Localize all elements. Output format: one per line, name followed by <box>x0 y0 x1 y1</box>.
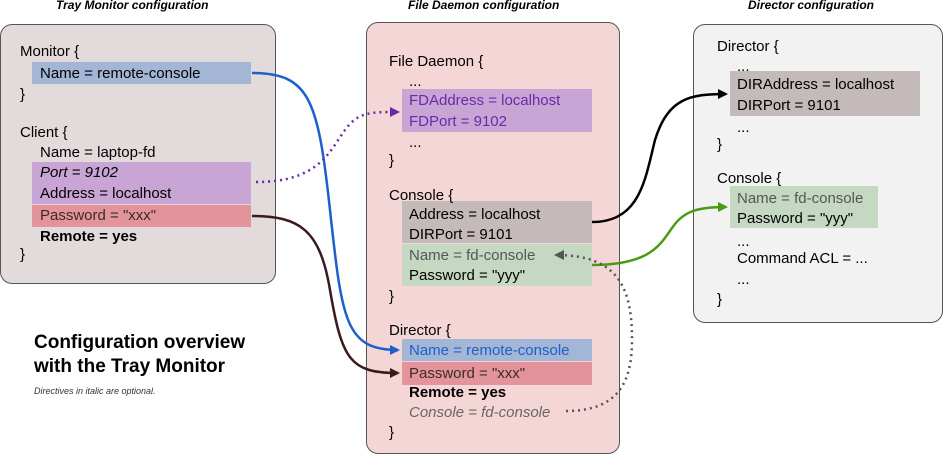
overview-title-line-2: with the Tray Monitor <box>34 356 226 377</box>
fd-director-name: Name = remote-console <box>409 342 570 359</box>
arrow-console-name-to-dir-console <box>591 202 728 267</box>
dir-director-close: } <box>717 136 723 153</box>
monitor-name: Name = remote-console <box>40 65 201 82</box>
arrow-client-to-fd-address <box>255 107 400 184</box>
overview-title-line-1: Configuration overview <box>34 332 246 353</box>
dir-console-highlight <box>730 186 878 228</box>
arrow-director-console-to-console-name <box>554 250 634 413</box>
arrow-monitor-name-to-director-name <box>251 71 400 355</box>
client-remote: Remote = yes <box>40 228 138 245</box>
arrow-console-address-to-dir-address <box>591 89 728 224</box>
dir-console-name: Name = fd-console <box>737 190 864 207</box>
monitor-open: Monitor { <box>20 43 80 60</box>
fd-director-remote: Remote = yes <box>409 384 507 401</box>
dir-address-highlight <box>730 71 920 116</box>
fd-address-highlight <box>402 89 592 132</box>
dir-director-dots-1: ... <box>737 58 750 75</box>
fd-director-console: Console = fd-console <box>409 404 551 421</box>
fd-console-close: } <box>389 288 395 305</box>
dir-console-password: Password = "yyy" <box>737 210 854 227</box>
dir-console-dots-2: ... <box>737 271 750 288</box>
dir-director-open: Director { <box>717 38 779 55</box>
console-address-highlight <box>402 201 592 243</box>
tray-monitor-title: Tray Monitor configuration <box>56 0 209 12</box>
client-address: Address = localhost <box>40 185 172 202</box>
file-daemon-title: File Daemon configuration <box>408 0 560 12</box>
client-port: Port = 9102 <box>40 164 118 181</box>
monitor-close: } <box>20 86 26 103</box>
fd-port: FDPort = 9102 <box>409 113 507 130</box>
fd-director-close: } <box>389 424 395 441</box>
client-close: } <box>20 246 26 263</box>
fd-dots-1: ... <box>409 73 422 90</box>
client-open: Client { <box>20 124 68 141</box>
client-password: Password = "xxx" <box>40 207 157 224</box>
fd-address: FDAddress = localhost <box>409 92 561 109</box>
fd-console-dirport: DIRPort = 9101 <box>409 226 513 243</box>
dir-director-port: DIRPort = 9101 <box>737 97 841 114</box>
fd-open: File Daemon { <box>389 53 484 70</box>
fd-close: } <box>389 152 395 169</box>
director-password-highlight <box>402 362 592 385</box>
client-name: Name = laptop-fd <box>40 144 156 161</box>
overview-note: Directives in italic are optional. <box>34 386 156 396</box>
dir-console-acl: Command ACL = ... <box>737 250 868 267</box>
monitor-name-highlight <box>32 62 251 84</box>
fd-console-open: Console { <box>389 187 454 204</box>
arrow-client-password-to-director-password <box>251 214 400 378</box>
dir-console-open: Console { <box>717 170 782 187</box>
fd-director-password: Password = "xxx" <box>409 365 526 382</box>
director-name-highlight <box>402 339 592 361</box>
fd-console-password: Password = "yyy" <box>409 267 526 284</box>
fd-console-address: Address = localhost <box>409 206 541 223</box>
fd-dots-2: ... <box>409 134 422 151</box>
dir-director-dots-2: ... <box>737 119 750 136</box>
client-connection-highlight <box>32 162 251 204</box>
fd-console-name: Name = fd-console <box>409 247 536 264</box>
director-title: Director configuration <box>748 0 875 12</box>
client-password-highlight <box>32 205 251 227</box>
dir-console-dots-1: ... <box>737 233 750 250</box>
dir-console-close: } <box>717 291 723 308</box>
dir-director-address: DIRAddress = localhost <box>737 76 895 93</box>
fd-director-open: Director { <box>389 322 451 339</box>
